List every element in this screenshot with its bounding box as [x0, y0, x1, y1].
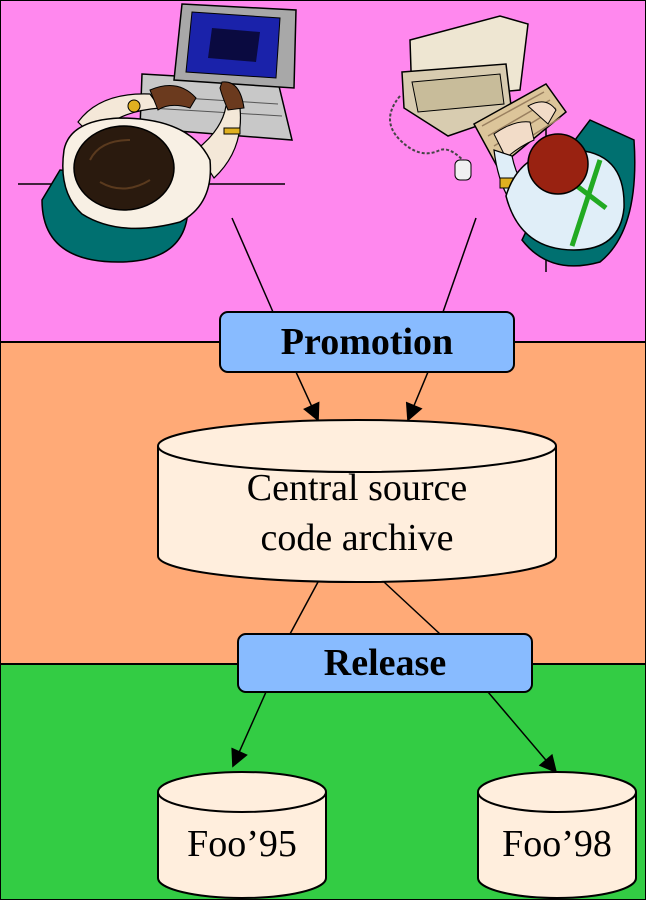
release-to-foo95-arrow — [231, 691, 267, 768]
release-label-foo95: Foo’95 — [187, 823, 297, 865]
promotion-box: Promotion — [219, 311, 515, 373]
dev1-to-promotion-line — [231, 217, 274, 313]
archive-to-release-line-right — [383, 581, 441, 635]
release-box: Release — [237, 633, 533, 693]
dev2-to-promotion-line — [442, 217, 477, 313]
release-to-foo98-arrow — [487, 691, 558, 774]
promotion-label: Promotion — [281, 321, 453, 363]
promotion-to-archive-arrow-right — [405, 371, 429, 422]
archive-label-line2: code archive — [260, 517, 453, 559]
promotion-to-archive-arrow-left — [295, 371, 320, 422]
release-label: Release — [324, 642, 446, 684]
archive-label-line1: Central source — [247, 467, 468, 509]
developer-laptop-icon — [18, 3, 297, 263]
release-cylinder-foo98: Foo’98 — [477, 771, 637, 899]
central-archive-cylinder: Central source code archive — [157, 419, 557, 583]
release-cylinder-foo95: Foo’95 — [157, 771, 327, 899]
archive-to-release-line-left — [289, 581, 319, 635]
developer-desktop-icon — [389, 15, 636, 272]
release-label-foo98: Foo’98 — [502, 823, 612, 865]
